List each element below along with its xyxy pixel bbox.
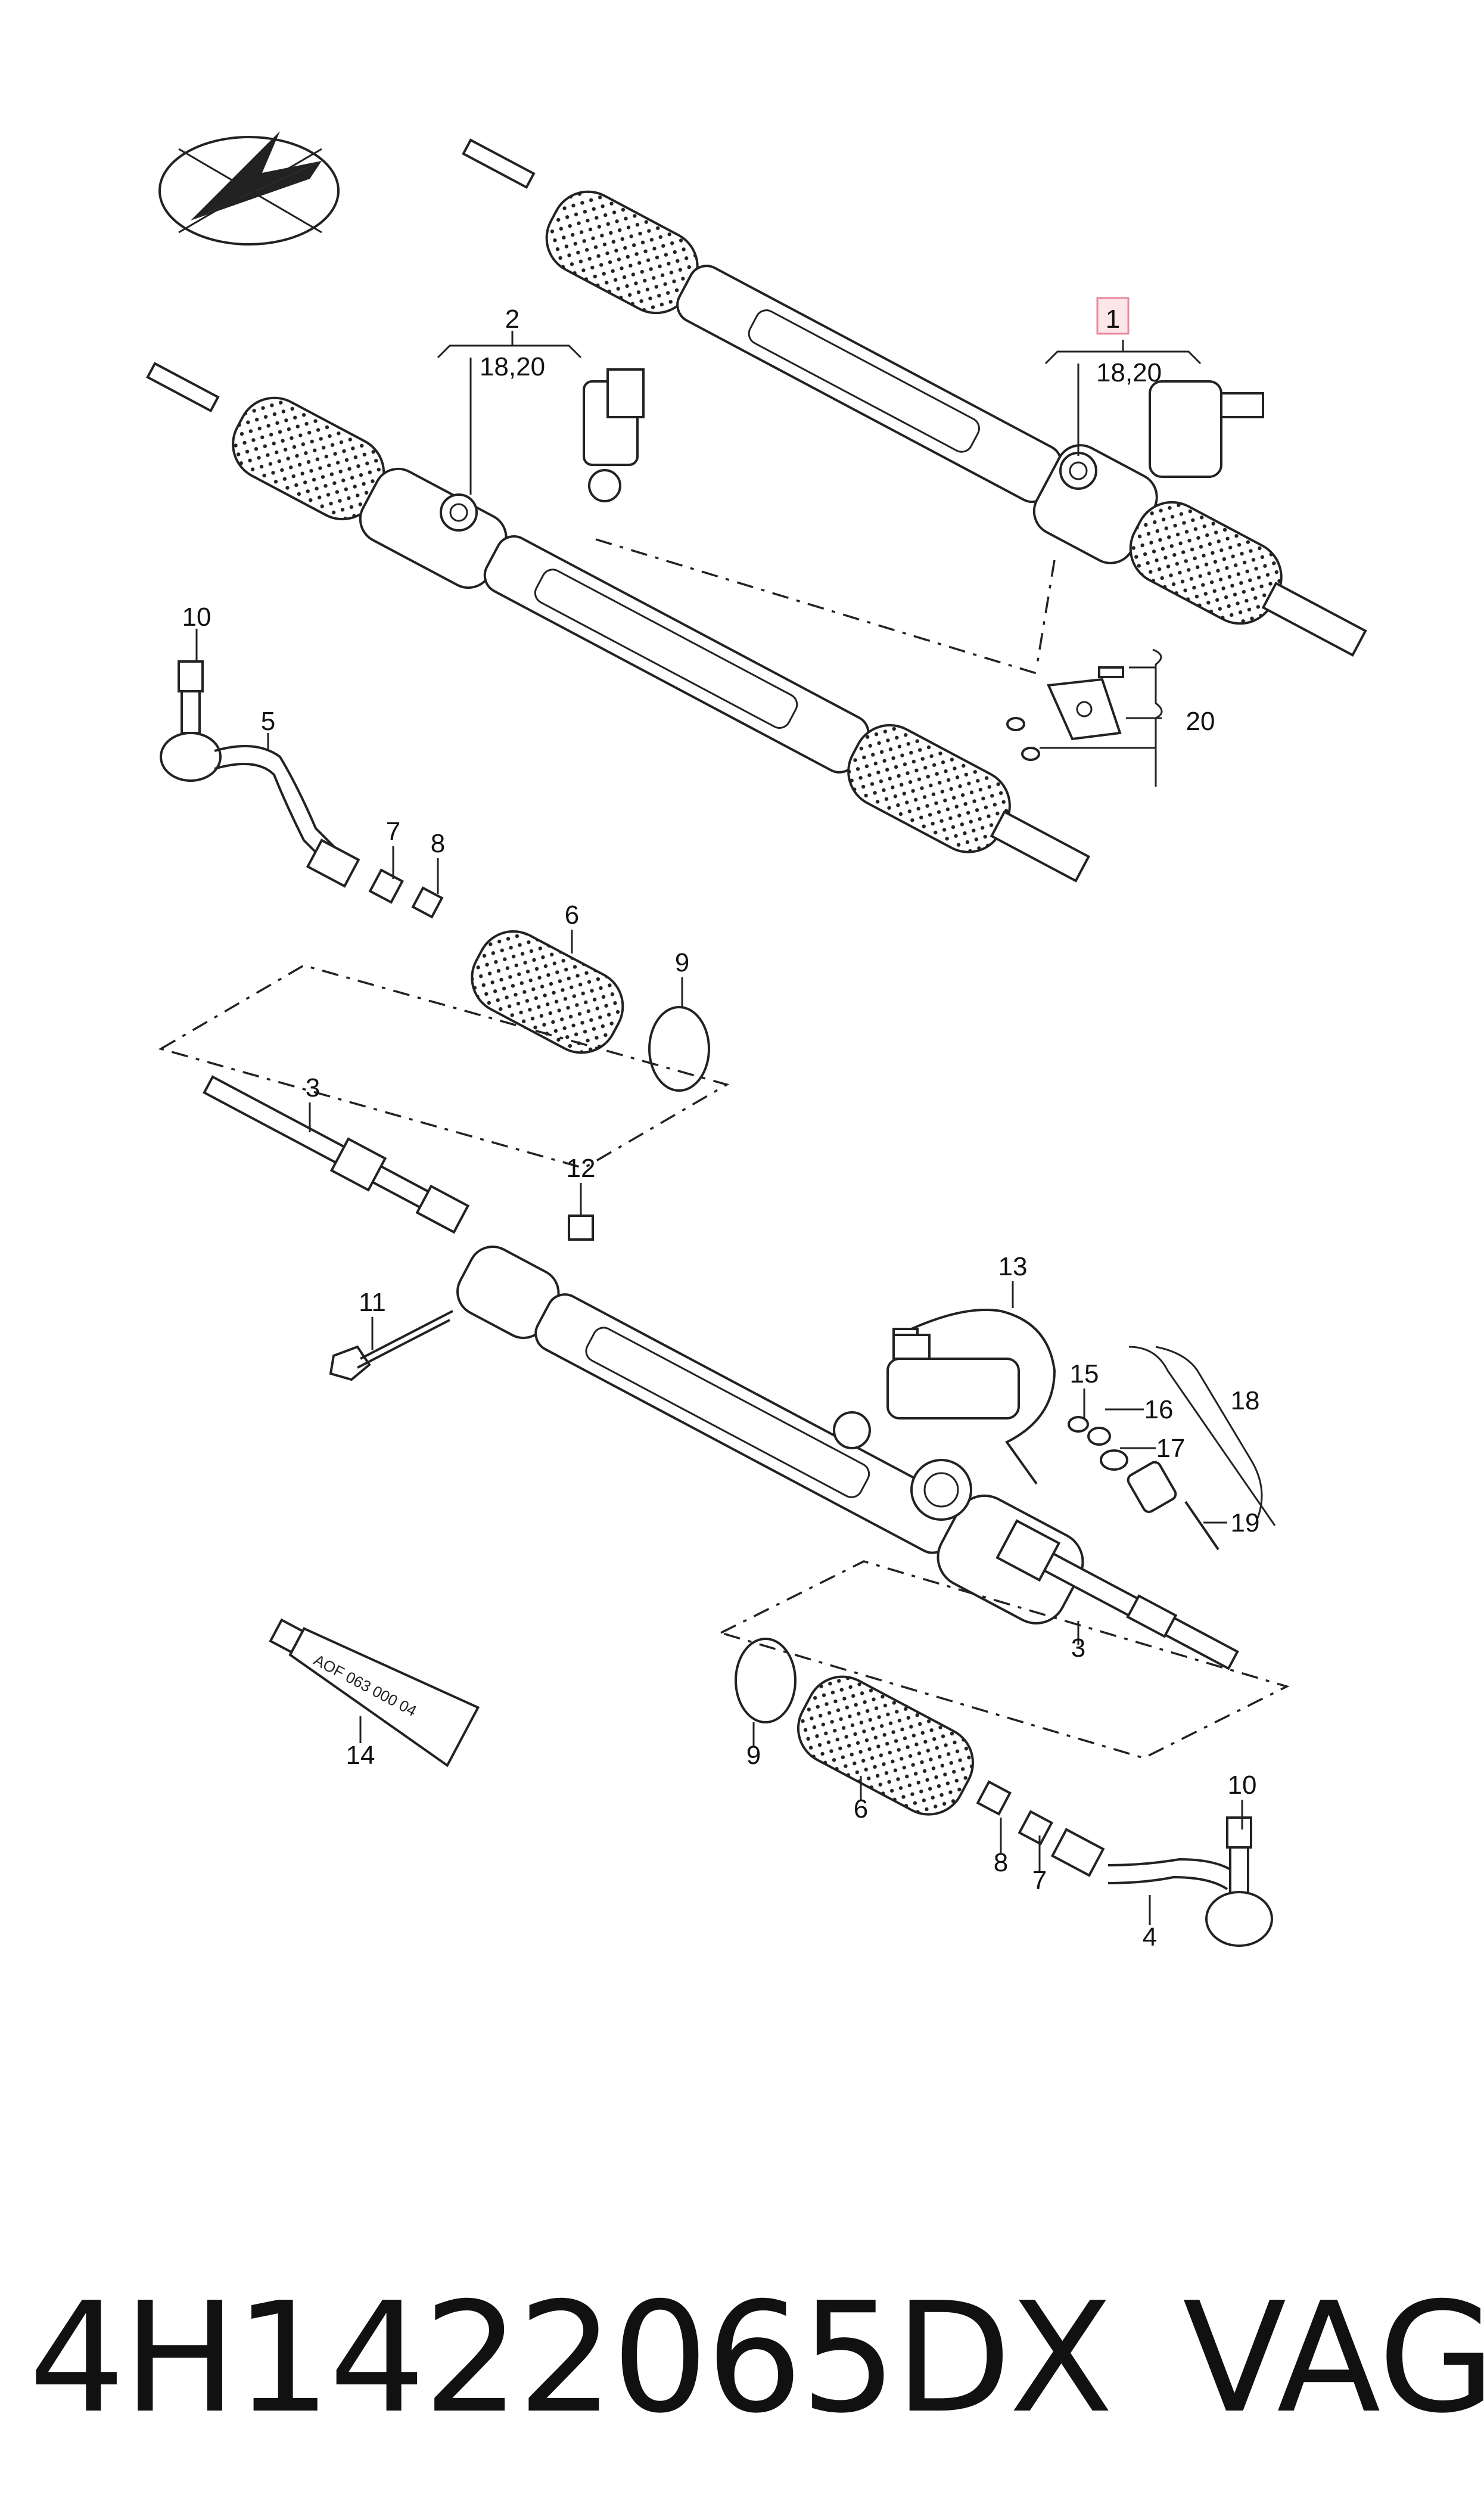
callout-6-upper: 6 [565, 900, 579, 930]
parts-diagram: AOF 063 000 04 1 18,20 2 [146, 131, 1367, 1952]
steering-rack-middle [146, 362, 1091, 883]
compass-logo-icon [158, 131, 340, 246]
callout-14: 14 [346, 1741, 375, 1770]
callout-2-sub: 18,20 [480, 352, 545, 381]
callout-16: 16 [1144, 1395, 1174, 1424]
bolt [329, 1310, 453, 1381]
callout-6-lower: 6 [854, 1794, 868, 1824]
callout-17: 17 [1156, 1434, 1186, 1463]
callout-10-upper: 10 [182, 602, 211, 632]
steering-rack-upper [462, 138, 1367, 657]
callout-5: 5 [261, 707, 275, 736]
brand-name: VAG [1183, 2270, 1484, 2447]
hose [911, 1309, 1056, 1485]
tie-rod-end-right [1050, 1816, 1273, 1947]
clamp-upper [648, 1006, 710, 1092]
steering-rack-lower [456, 1245, 1084, 1625]
callout-19: 19 [1231, 1508, 1260, 1538]
inner-tie-rod-upper [203, 1075, 470, 1234]
part-number: 4H1422065DX [29, 2270, 1113, 2447]
callout-1: 1 [1106, 305, 1120, 334]
tie-rod-end-left [160, 660, 444, 919]
callout-15: 15 [1070, 1359, 1099, 1389]
bracket-kit [1006, 648, 1163, 787]
callout-3-lower: 3 [1071, 1633, 1085, 1663]
boot-lower [797, 1675, 974, 1816]
callout-11: 11 [359, 1288, 386, 1317]
callout-9-lower: 9 [746, 1741, 761, 1770]
callout-4: 4 [1143, 1922, 1157, 1952]
inner-tie-rod-lower [995, 1519, 1239, 1670]
clamp-lower [735, 1638, 797, 1723]
callout-8-upper: 8 [431, 829, 445, 858]
callout-7-lower: 7 [1032, 1866, 1047, 1895]
callout-1-sub: 18,20 [1096, 358, 1162, 387]
boot-upper [471, 930, 624, 1054]
callout-7-upper: 7 [386, 817, 400, 846]
seal-kit [1068, 1346, 1263, 1551]
callout-1-highlight [1096, 297, 1130, 335]
callout-9-upper: 9 [675, 948, 689, 977]
callout-20: 20 [1186, 707, 1215, 736]
callout-8-lower: 8 [994, 1848, 1008, 1877]
callout-10-lower: 10 [1228, 1771, 1257, 1800]
callout-18: 18 [1231, 1386, 1260, 1415]
stop-pad [568, 1215, 594, 1241]
callout-2: 2 [505, 305, 519, 334]
callout-12: 12 [567, 1154, 596, 1183]
callout-13: 13 [998, 1252, 1028, 1281]
callout-3-upper: 3 [306, 1073, 320, 1102]
